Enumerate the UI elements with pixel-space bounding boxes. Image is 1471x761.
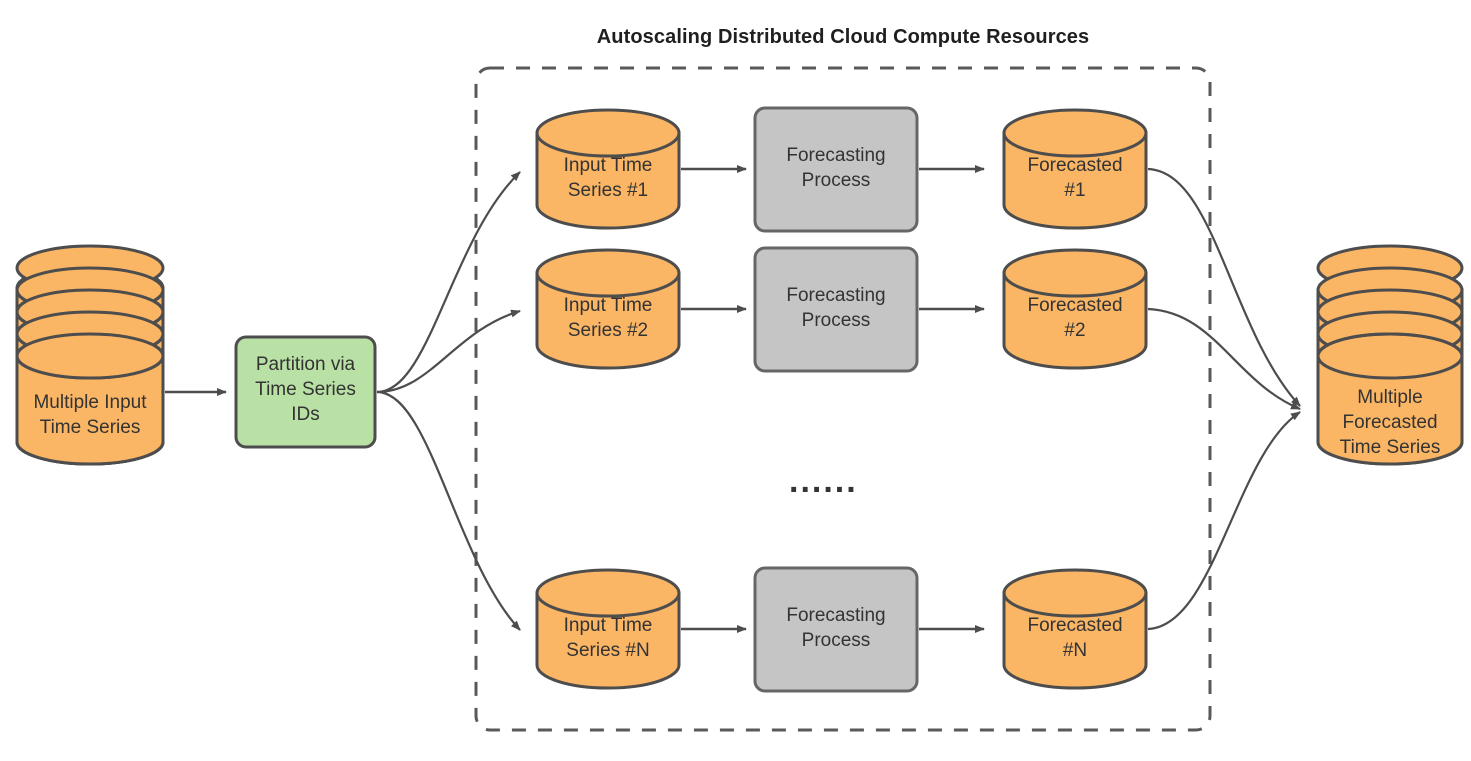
partition-box	[234, 335, 377, 449]
lane-2-output-cylinder	[1002, 248, 1148, 370]
group-title: Autoscaling Distributed Cloud Compute Re…	[596, 26, 1090, 48]
lane-n-input-cylinder	[535, 568, 681, 690]
lane-2-input-cylinder	[535, 248, 681, 370]
sink-cylinder	[1316, 244, 1464, 466]
lane-1-input-cylinder	[535, 108, 681, 230]
lane-1-output-cylinder	[1002, 108, 1148, 230]
lane-2-process-box	[753, 246, 919, 373]
edge-lane-1-to-sink	[1147, 167, 1301, 407]
edge-lane-n-to-sink	[1147, 411, 1301, 631]
edge-partition-to-lane-n	[376, 390, 521, 631]
lane-n-process-box	[753, 566, 919, 693]
edge-partition-to-lane-2	[376, 309, 521, 394]
lanes-ellipsis: ......	[789, 462, 858, 500]
edge-partition-to-lane-1	[376, 171, 521, 394]
lane-n-output-cylinder	[1002, 568, 1148, 690]
lane-1-process-box	[753, 106, 919, 233]
autoscaling-group-border	[474, 66, 1212, 732]
source-cylinder	[15, 244, 165, 466]
edge-lane-2-to-sink	[1147, 307, 1301, 411]
